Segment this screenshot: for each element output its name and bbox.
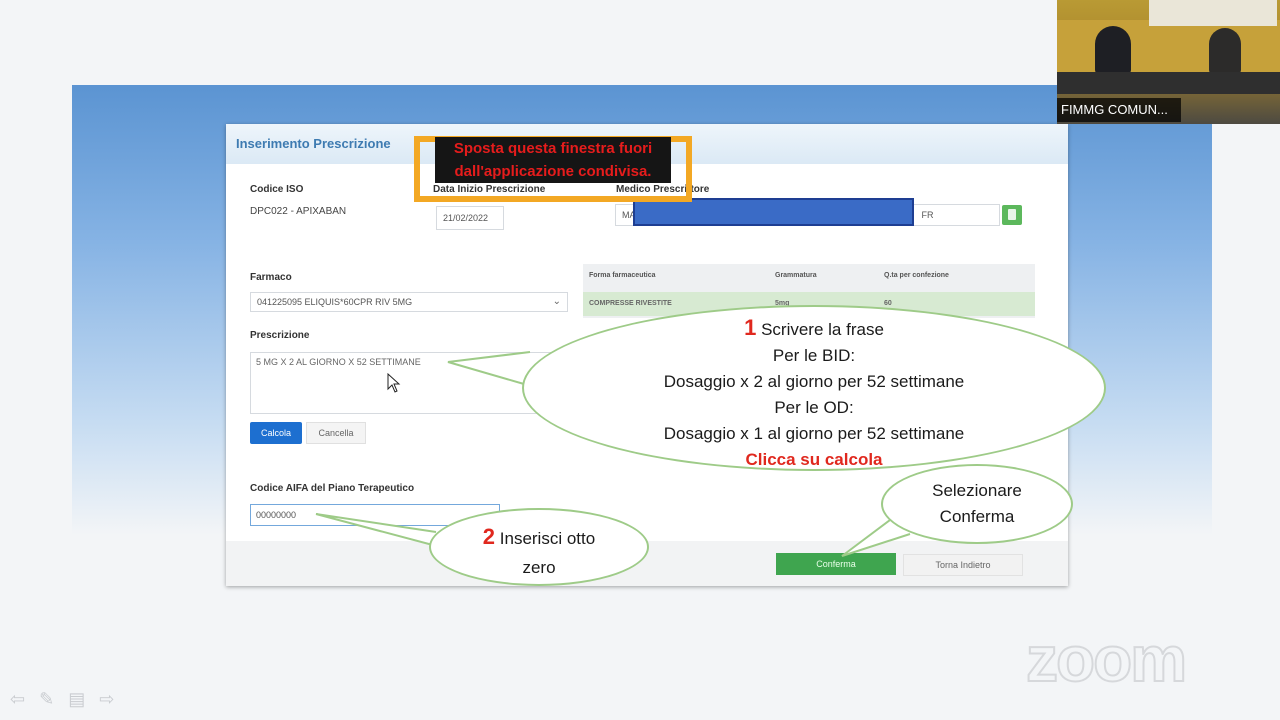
prescrizione-textarea[interactable]: 5 MG X 2 AL GIORNO X 52 SETTIMANE <box>250 352 566 414</box>
table-cell-qta: 60 <box>884 300 892 307</box>
data-inizio-label: Data Inizio Prescrizione <box>433 184 546 195</box>
share-warning-line1: Sposta questa finestra fuori <box>453 140 653 157</box>
aifa-label: Codice AIFA del Piano Terapeutico <box>250 483 415 494</box>
codice-iso-value: DPC022 - APIXABAN <box>250 206 347 217</box>
share-warning-text: Sposta questa finestra fuori dall'applic… <box>435 137 671 183</box>
aifa-code-value: 00000000 <box>256 510 297 520</box>
data-inizio-value: 21/02/2022 <box>443 213 489 223</box>
step-3-line-1: Selezionare <box>932 481 1022 500</box>
zoom-logo: zoom <box>1025 622 1188 696</box>
step-1-line-2: Per le BID: <box>772 346 856 365</box>
table-header-grammatura: Grammatura <box>775 272 817 279</box>
previous-arrow-icon[interactable]: ⇦ <box>10 689 26 709</box>
data-inizio-field[interactable]: 21/02/2022 <box>436 206 504 230</box>
webcam-projection-screen <box>1149 0 1277 26</box>
step-1-line-3: Dosaggio x 2 al giorno per 52 settimane <box>663 372 965 391</box>
step-2-line-2: zero <box>522 558 556 577</box>
pen-icon[interactable]: ✎ <box>39 689 55 709</box>
prescrizione-label: Prescrizione <box>250 330 310 341</box>
redacted-name-bar <box>633 198 914 226</box>
cancella-button[interactable]: Cancella <box>306 422 366 444</box>
step-2-line-1: Inserisci otto <box>499 529 596 548</box>
prescrizione-value: 5 MG X 2 AL GIORNO X 52 SETTIMANE <box>256 357 421 367</box>
step-3-line-2: Conferma <box>939 507 1015 526</box>
next-arrow-icon[interactable]: ⇨ <box>99 689 115 709</box>
trash-icon <box>1008 209 1016 220</box>
step-2-number: 2 <box>482 524 496 549</box>
callout-step-1: 1 Scrivere la frase Per le BID: Dosaggio… <box>522 305 1106 471</box>
medico-value-suffix: FR <box>921 210 934 220</box>
conferma-button[interactable]: Conferma <box>776 553 896 575</box>
step-1-highlight: Clicca su calcola <box>745 450 883 469</box>
codice-iso-label: Codice ISO <box>250 184 304 195</box>
medico-value-prefix: MA <box>622 210 636 220</box>
calcola-button[interactable]: Calcola <box>250 422 302 444</box>
webcam-table <box>1057 72 1280 94</box>
webcam-wall <box>1057 20 1280 80</box>
menu-icon[interactable]: ▤ <box>68 689 86 709</box>
table-header-forma: Forma farmaceutica <box>589 272 656 279</box>
webcam-participant-right <box>1209 28 1241 74</box>
webcam-name-label: FIMMG COMUN... <box>1057 98 1181 122</box>
table-cell-grammatura: 5mg <box>775 300 790 307</box>
step-1-line-4: Per le OD: <box>774 398 854 417</box>
farmaco-select[interactable]: 041225095 ELIQUIS*60CPR RIV 5MG ⌄ <box>250 292 568 312</box>
step-1-number: 1 <box>744 315 757 340</box>
table-cell-forma: COMPRESSE RIVESTITE <box>589 300 672 307</box>
chevron-down-icon: ⌄ <box>552 296 561 307</box>
torna-indietro-button[interactable]: Torna Indietro <box>903 554 1023 576</box>
callout-step-2: 2 Inserisci otto zero <box>429 508 649 586</box>
farmaco-label: Farmaco <box>250 272 292 283</box>
window-title: Inserimento Prescrizione <box>236 136 391 151</box>
share-warning-line2: dall'applicazione condivisa. <box>454 163 652 180</box>
medico-label: Medico Prescrittore <box>616 184 710 195</box>
farmaco-value: 041225095 ELIQUIS*60CPR RIV 5MG <box>257 297 413 307</box>
delete-medico-button[interactable] <box>1002 205 1022 225</box>
step-1-line-5: Dosaggio x 1 al giorno per 52 settimane <box>663 424 965 443</box>
table-header-qta: Q.ta per confezione <box>884 272 949 279</box>
slide-nav-controls: ⇦ ✎ ▤ ⇨ <box>10 689 114 710</box>
mouse-cursor-icon <box>387 373 401 393</box>
step-1-line-1: Scrivere la frase <box>761 320 884 339</box>
webcam-thumbnail[interactable]: FIMMG COMUN... <box>1057 0 1280 124</box>
webcam-participant-left <box>1095 26 1131 74</box>
callout-step-3: Selezionare Conferma <box>881 464 1073 544</box>
